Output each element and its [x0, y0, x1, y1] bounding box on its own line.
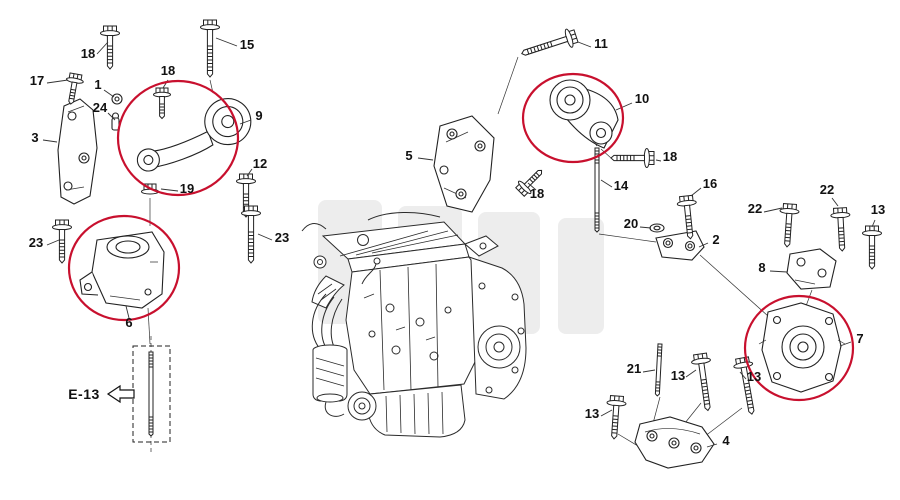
callout-24[interactable]: 24 — [93, 100, 108, 115]
bolt-18-right-icon — [610, 148, 655, 168]
part-torque-rod-10 — [549, 79, 619, 149]
part-torque-rod-9 — [136, 98, 252, 172]
callout-8[interactable]: 8 — [758, 260, 765, 275]
callout-4[interactable]: 4 — [722, 433, 730, 448]
part-bracket-3 — [57, 98, 98, 205]
callout-23[interactable]: 23 — [29, 235, 43, 250]
stud-e13-icon — [148, 351, 154, 437]
highlight-circle-6 — [67, 214, 181, 322]
callout-21[interactable]: 21 — [627, 361, 641, 376]
bolt-13-topright-icon — [862, 225, 882, 270]
engine-assembly-drawing — [301, 211, 527, 438]
callout-labels: 18 15 17 1 18 24 9 3 12 19 23 23 6 11 10… — [29, 36, 885, 448]
ref-e13-zone — [132, 336, 171, 452]
bolt-11-icon — [518, 26, 580, 64]
highlight-circle-7 — [743, 294, 855, 402]
stud-14-icon — [594, 147, 600, 233]
callout-20[interactable]: 20 — [624, 216, 638, 231]
part-mount-7 — [758, 302, 846, 393]
callout-12[interactable]: 12 — [253, 156, 267, 171]
highlight-circle-9 — [116, 79, 240, 197]
bolt-23-right-icon — [241, 205, 261, 264]
callout-15[interactable]: 15 — [240, 37, 254, 52]
bolt-13-c-icon — [604, 394, 627, 441]
callout-3[interactable]: 3 — [31, 130, 38, 145]
callout-17[interactable]: 17 — [30, 73, 44, 88]
callout-13[interactable]: 13 — [585, 406, 599, 421]
callout-1[interactable]: 1 — [94, 77, 101, 92]
part-bushing-1 — [111, 93, 123, 105]
highlight-circle-10 — [521, 72, 625, 164]
bolt-18-second-icon — [153, 87, 171, 119]
callout-10[interactable]: 10 — [635, 91, 649, 106]
highlight-circles — [67, 72, 855, 402]
stud-21-icon — [654, 343, 663, 397]
callout-5[interactable]: 5 — [405, 148, 412, 163]
ref-arrow-icon — [106, 384, 135, 404]
part-bracket-5 — [433, 115, 495, 213]
bolt-22-right-icon — [830, 207, 853, 252]
callout-18[interactable]: 18 — [530, 186, 544, 201]
part-mount-6 — [79, 231, 165, 309]
part-bracket-8 — [786, 248, 837, 290]
callout-18[interactable]: 18 — [161, 63, 175, 78]
callout-16[interactable]: 16 — [703, 176, 717, 191]
callout-11[interactable]: 11 — [594, 36, 608, 51]
callout-18[interactable]: 18 — [663, 149, 677, 164]
part-washer-20 — [649, 223, 665, 233]
bolt-15-icon — [200, 19, 220, 78]
callout-6[interactable]: 6 — [125, 315, 132, 330]
callout-23[interactable]: 23 — [275, 230, 289, 245]
callout-22[interactable]: 22 — [748, 201, 762, 216]
callout-9[interactable]: 9 — [255, 108, 262, 123]
bolt-22-left-icon — [777, 202, 800, 249]
leader-lines — [42, 37, 876, 448]
callout-13[interactable]: 13 — [871, 202, 885, 217]
callout-13[interactable]: 13 — [671, 368, 685, 383]
callout-14[interactable]: 14 — [614, 178, 629, 193]
ref-label-text[interactable]: E-13 — [68, 386, 100, 402]
callout-22[interactable]: 22 — [820, 182, 834, 197]
part-bracket-4 — [634, 416, 715, 469]
callout-18[interactable]: 18 — [81, 46, 95, 61]
ref-e13-label[interactable]: E-13 — [68, 384, 135, 404]
bolt-13-a-icon — [690, 352, 718, 413]
part-plate-2 — [655, 230, 705, 261]
callout-7[interactable]: 7 — [856, 331, 863, 346]
callout-19[interactable]: 19 — [180, 181, 194, 196]
callout-2[interactable]: 2 — [712, 232, 719, 247]
part-stud-24 — [111, 112, 120, 131]
callout-13[interactable]: 13 — [747, 369, 761, 384]
